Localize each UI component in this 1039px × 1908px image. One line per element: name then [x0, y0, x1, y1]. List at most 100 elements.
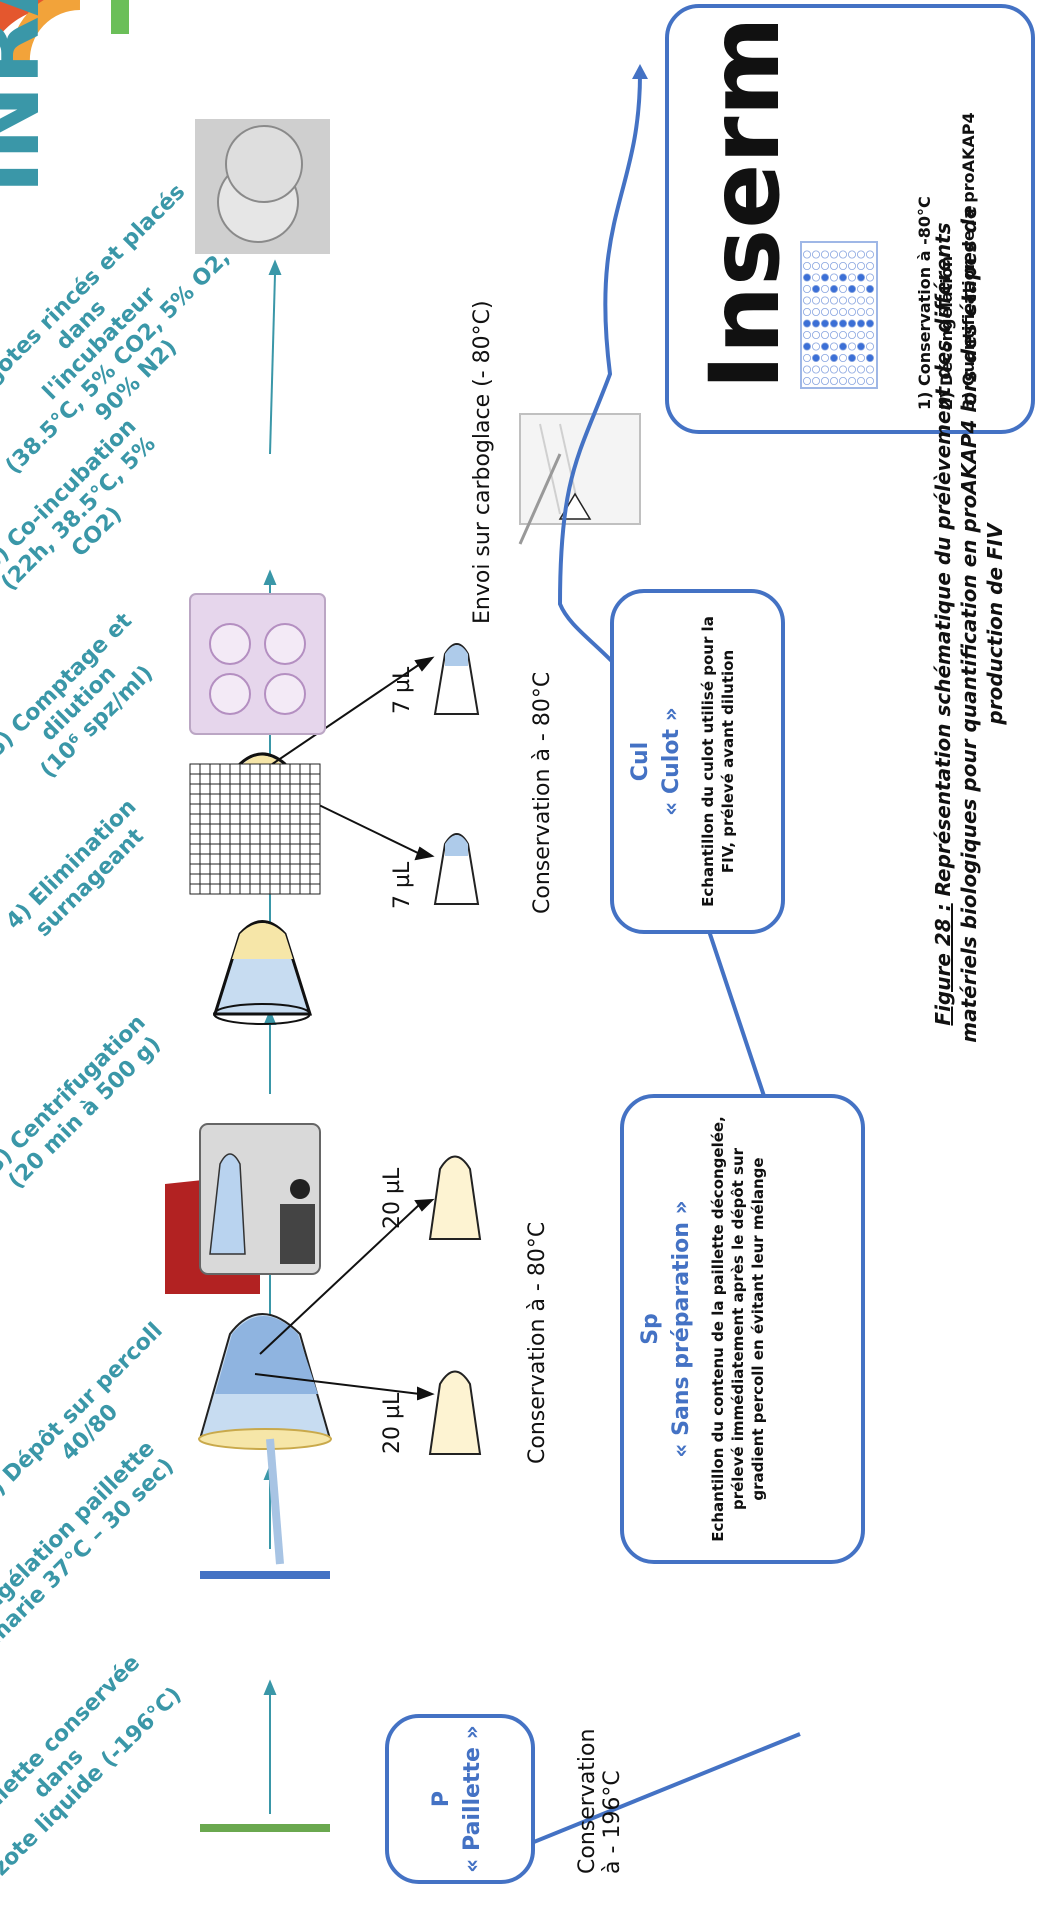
well: [848, 261, 857, 270]
well: [866, 296, 875, 305]
well: [839, 342, 848, 351]
well: [820, 296, 829, 305]
well: [839, 261, 848, 270]
well: [857, 330, 866, 339]
cul-volume-right: 7 µL: [390, 666, 415, 714]
caption-line-2: matériels biologiques pour quantificatio…: [957, 205, 981, 1043]
box-paillette-code: P: [429, 1790, 454, 1808]
straw-icon: [200, 1824, 330, 1832]
well: [848, 377, 857, 385]
well: [811, 377, 820, 385]
well: [829, 284, 838, 293]
well: [829, 319, 838, 328]
well: [820, 365, 829, 374]
well: [848, 342, 857, 351]
well: [839, 365, 848, 374]
well: [866, 273, 875, 282]
well: [839, 250, 848, 259]
well: [839, 273, 848, 282]
zygote-image: [195, 119, 330, 254]
well: [811, 354, 820, 363]
well: [803, 307, 811, 316]
well: [857, 354, 866, 363]
well: [857, 365, 866, 374]
well: [866, 365, 875, 374]
well: [839, 354, 848, 363]
well: [839, 330, 848, 339]
well: [857, 284, 866, 293]
well: [803, 250, 811, 259]
well: [848, 354, 857, 363]
well: [839, 307, 848, 316]
well: [829, 261, 838, 270]
well: [866, 261, 875, 270]
well: [820, 342, 829, 351]
logo-text: INRAE: [0, 0, 60, 194]
logo-mark: [0, 0, 129, 96]
well: [811, 250, 820, 259]
well: [829, 342, 838, 351]
well: [803, 354, 811, 363]
well: [829, 377, 838, 385]
well: [866, 250, 875, 259]
caption-line-3: production de FIV: [983, 523, 1007, 725]
well: [803, 377, 811, 385]
well: [839, 296, 848, 305]
well: [820, 377, 829, 385]
well: [866, 284, 875, 293]
sp-volume-left: 20 µL: [380, 1392, 405, 1454]
well: [829, 330, 838, 339]
well: [829, 250, 838, 259]
well: [866, 330, 875, 339]
sp-aliquot-tube-left-icon: [428, 1370, 482, 1455]
well: [820, 330, 829, 339]
well: [857, 319, 866, 328]
well: [803, 273, 811, 282]
well: [829, 365, 838, 374]
caption-line-1: Représentation schématique du prélèvemen…: [931, 222, 955, 904]
box-cul-name: « Culot »: [659, 707, 684, 816]
well: [829, 307, 838, 316]
sp-volume-right: 20 µL: [380, 1167, 405, 1229]
sp-conservation: Conservation à - 80°C: [525, 1221, 550, 1464]
well: [829, 354, 838, 363]
cul-volume-left: 7 µL: [390, 861, 415, 909]
well: [820, 250, 829, 259]
well: [866, 307, 875, 316]
box-cul-desc: Echantillon du culot utilisé pour la FIV…: [699, 616, 737, 907]
well: [820, 273, 829, 282]
well: [803, 284, 811, 293]
dry-ice-box-icon: [518, 413, 641, 545]
well: [866, 342, 875, 351]
well: [811, 365, 820, 374]
well: [857, 377, 866, 385]
well: [848, 273, 857, 282]
well: [820, 261, 829, 270]
box-sp-code: Sp: [638, 1313, 663, 1345]
well: [839, 284, 848, 293]
well: [820, 284, 829, 293]
box-sp-name: « Sans préparation »: [669, 1200, 694, 1458]
well: [811, 330, 820, 339]
well: [811, 342, 820, 351]
well: [848, 365, 857, 374]
well: [829, 273, 838, 282]
well: [803, 296, 811, 305]
centrifuged-tube-icon: [212, 920, 313, 1025]
figure-caption: Figure 28 : Représentation schématique d…: [930, 174, 1008, 1074]
straw-thawed-icon: [200, 1571, 330, 1579]
centrifuge-icon: [165, 1123, 321, 1294]
well: [803, 319, 811, 328]
well: [848, 250, 857, 259]
cul-aliquot-tube-right-icon: [433, 643, 480, 715]
well: [857, 250, 866, 259]
well: [811, 296, 820, 305]
well: [803, 330, 811, 339]
well: [820, 307, 829, 316]
well: [848, 307, 857, 316]
box-paillette-name: « Paillette »: [460, 1725, 485, 1873]
well: [848, 319, 857, 328]
